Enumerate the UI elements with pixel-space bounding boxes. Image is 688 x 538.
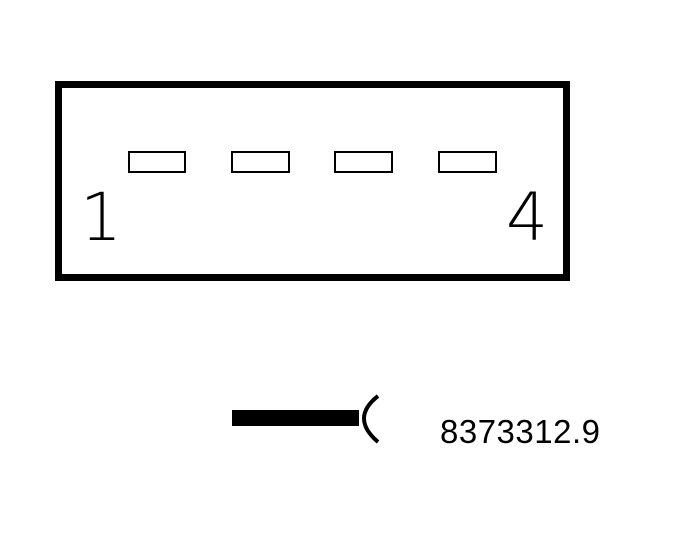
pin-terminals [128,151,497,173]
pin-terminal-1 [128,151,186,173]
pin-label-first: 1 [80,179,122,256]
wire-line [232,410,359,426]
pin-terminal-4 [438,151,497,173]
connector-housing [55,81,570,281]
connector-arc [362,394,380,444]
pin-terminal-2 [231,151,290,173]
reference-number: 8373312.9 [440,413,601,450]
pin-label-last: 4 [506,179,548,256]
pin-terminal-3 [334,151,393,173]
wire-harness-symbol [232,394,380,444]
